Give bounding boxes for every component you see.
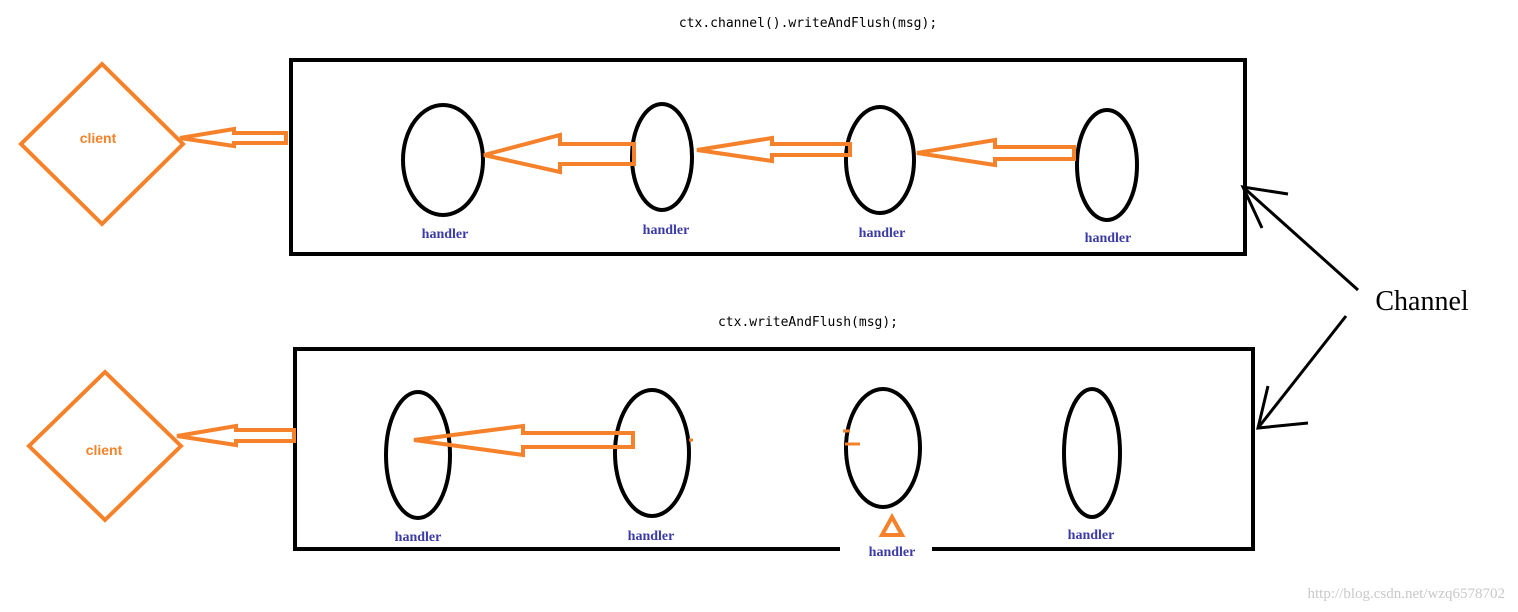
top-client-node <box>18 61 186 227</box>
bottom-handler-2 <box>613 388 691 518</box>
bottom-handler-3-label: handler <box>869 545 916 560</box>
bottom-flow-arrow-to-client <box>176 423 296 448</box>
top-flow-arrow-3-to-2 <box>696 135 852 164</box>
bottom-handler-1 <box>384 390 452 520</box>
top-handler-1-label: handler <box>422 227 469 242</box>
top-client-label: client <box>80 130 117 146</box>
bottom-client-node <box>26 369 184 523</box>
channel-pointer-top <box>1241 185 1360 292</box>
bottom-handler-1-label: handler <box>395 530 442 545</box>
channel-pointer-bottom <box>1256 315 1348 429</box>
top-handler-1 <box>401 103 485 217</box>
bottom-channel-box <box>293 347 1255 551</box>
top-handler-2-label: handler <box>643 223 690 238</box>
channel-pointer-bottom-head-icon <box>1256 385 1309 430</box>
channel-pointer-top-head-icon <box>1240 185 1289 229</box>
top-flow-arrow-4-to-3 <box>916 137 1076 168</box>
bottom-client-label: client <box>86 442 123 458</box>
top-handler-3-label: handler <box>859 226 906 241</box>
bottom-call-label: ctx.writeAndFlush(msg); <box>718 315 898 330</box>
channel-label: Channel <box>1375 286 1469 317</box>
bottom-handler-3 <box>844 387 922 509</box>
bottom-handler-4-label: handler <box>1068 528 1115 543</box>
top-handler-3 <box>844 105 916 215</box>
bottom-flow-arrow-2-to-1 <box>413 423 635 458</box>
top-flow-arrow-to-client <box>179 126 288 149</box>
bottom-handler-2-label: handler <box>628 529 675 544</box>
bottom-handler-3-label-gap <box>840 540 932 560</box>
top-handler-4 <box>1075 108 1139 222</box>
top-flow-arrow-2-to-1 <box>483 132 636 175</box>
top-handler-4-label: handler <box>1085 231 1132 246</box>
top-handler-2 <box>630 102 694 212</box>
current-handler-marker-icon <box>878 512 906 537</box>
top-call-label: ctx.channel().writeAndFlush(msg); <box>679 16 937 31</box>
top-channel-box <box>289 58 1247 256</box>
watermark: http://blog.csdn.net/wzq6578702 <box>1308 586 1505 602</box>
bottom-handler-4 <box>1062 387 1122 519</box>
